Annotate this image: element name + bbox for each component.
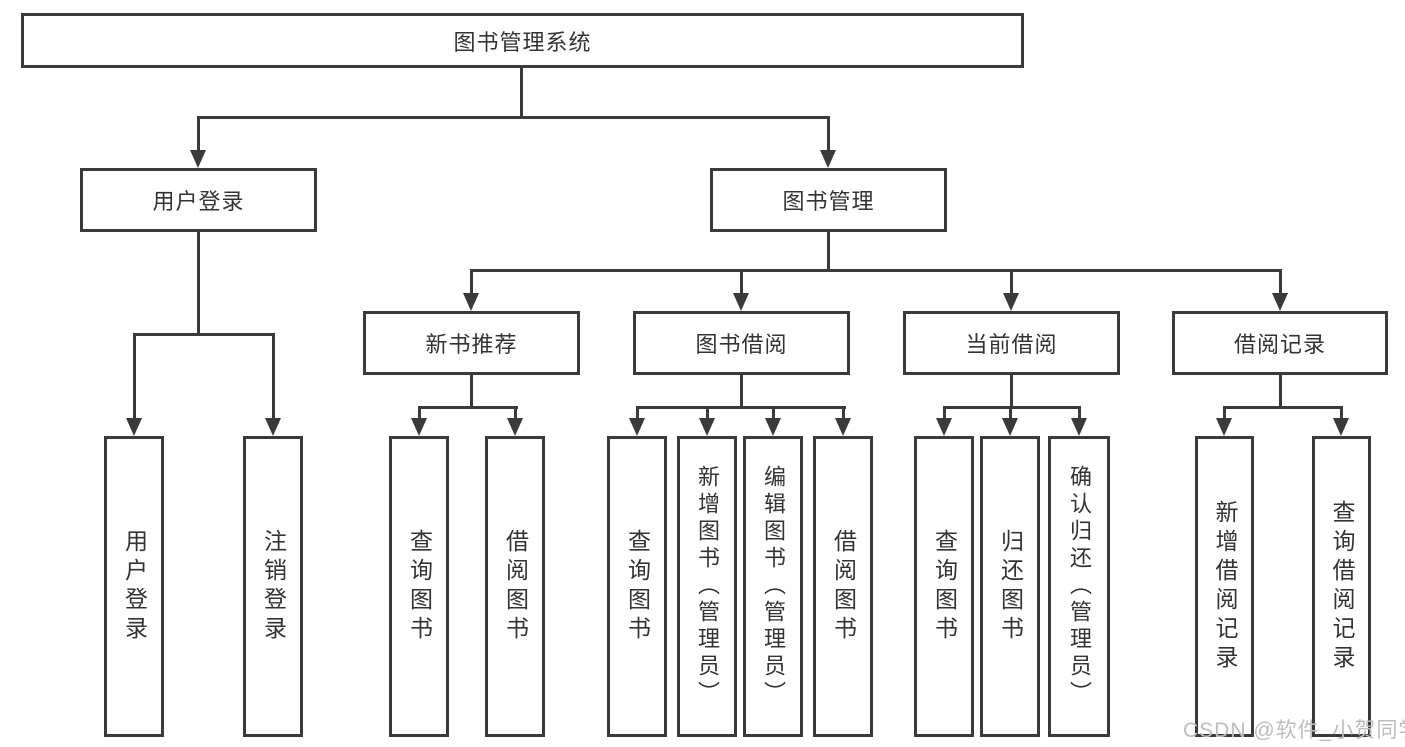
leaf-logout: 注销登录 (243, 436, 303, 737)
node-new-book-recommend: 新书推荐 (363, 311, 580, 375)
connector-book-mgmt-hbar (470, 269, 1282, 272)
leaf-borrow-books: 借阅图书 (813, 436, 873, 737)
connector-to-leaf-login (133, 333, 136, 419)
leaf-query-borrow-record: 查询借阅记录 (1312, 436, 1371, 737)
connector-to-borrow-records (1279, 269, 1282, 295)
connector-to-book-borrow (740, 269, 743, 295)
leaf-confirm-return-admin-label: 确认归还（管理员） (1067, 465, 1092, 708)
arrowhead-bb-leaf4 (835, 418, 851, 436)
connector-bb-leaf3 (772, 406, 775, 419)
connector-cb-leaf1 (943, 406, 946, 419)
connector-to-new-book (470, 269, 473, 295)
connector-bb-leaf4 (842, 406, 845, 419)
node-book-borrow-label: 图书借阅 (695, 332, 788, 357)
connector-user-login-stem (197, 232, 200, 335)
connector-root-stem (520, 68, 523, 119)
connector-new-book-stem (470, 375, 473, 408)
connector-borrow-records-stem (1279, 375, 1282, 408)
leaf-return-books: 归还图书 (980, 436, 1040, 737)
connector-new-book-hbar (418, 406, 518, 409)
leaf-edit-books-admin: 编辑图书（管理员） (743, 436, 803, 737)
arrowhead-br-leaf2 (1333, 418, 1349, 436)
leaf-borrow-books-recommend-label: 借阅图书 (502, 528, 529, 645)
node-current-borrow: 当前借阅 (903, 311, 1120, 375)
node-book-management: 图书管理 (710, 168, 947, 232)
node-user-login-label: 用户登录 (152, 189, 245, 214)
connector-to-user-login (197, 116, 200, 151)
node-user-login: 用户登录 (80, 168, 317, 232)
node-borrow-records: 借阅记录 (1172, 311, 1388, 375)
leaf-query-books-borrow: 查询图书 (607, 436, 667, 737)
leaf-query-borrow-record-label: 查询借阅记录 (1329, 499, 1355, 674)
connector-nb-leaf2 (514, 406, 517, 419)
connector-book-borrow-hbar (636, 406, 846, 409)
leaf-return-books-label: 归还图书 (997, 528, 1024, 645)
arrowhead-nb-leaf1 (411, 418, 427, 436)
arrowhead-book-borrow (733, 293, 749, 311)
arrowhead-user-login (190, 150, 206, 168)
arrowhead-new-book (463, 293, 479, 311)
connector-to-book-management (827, 116, 830, 151)
leaf-user-login: 用户登录 (104, 436, 164, 737)
leaf-query-books-borrow-label: 查询图书 (624, 528, 651, 645)
leaf-add-books-admin-label: 新增图书（管理员） (695, 465, 720, 708)
connector-borrow-records-hbar (1223, 406, 1343, 409)
connector-cb-leaf3 (1078, 406, 1081, 419)
connector-nb-leaf1 (418, 406, 421, 419)
leaf-borrow-books-label: 借阅图书 (830, 528, 857, 645)
connector-user-login-hbar (133, 333, 275, 336)
arrowhead-br-leaf1 (1216, 418, 1232, 436)
connector-root-hbar (197, 116, 830, 119)
connector-bb-leaf2 (706, 406, 709, 419)
leaf-edit-books-admin-label: 编辑图书（管理员） (761, 465, 786, 708)
arrowhead-nb-leaf2 (507, 418, 523, 436)
arrowhead-borrow-records (1272, 293, 1288, 311)
connector-cb-leaf2 (1009, 406, 1012, 419)
leaf-add-books-admin: 新增图书（管理员） (677, 436, 737, 737)
arrowhead-cb-leaf2 (1002, 418, 1018, 436)
arrowhead-book-management (820, 150, 836, 168)
leaf-user-login-label: 用户登录 (121, 528, 148, 645)
arrowhead-bb-leaf1 (629, 418, 645, 436)
connector-br-leaf1 (1223, 406, 1226, 419)
node-book-borrow: 图书借阅 (633, 311, 850, 375)
node-current-borrow-label: 当前借阅 (965, 332, 1058, 357)
leaf-query-books-recommend-label: 查询图书 (406, 528, 433, 645)
arrowhead-cb-leaf3 (1071, 418, 1087, 436)
leaf-add-borrow-record: 新增借阅记录 (1195, 436, 1254, 737)
connector-to-leaf-logout (272, 333, 275, 419)
connector-current-borrow-hbar (943, 406, 1081, 409)
leaf-logout-label: 注销登录 (260, 528, 287, 645)
node-borrow-records-label: 借阅记录 (1233, 332, 1326, 357)
node-root: 图书管理系统 (21, 13, 1024, 68)
connector-br-leaf2 (1340, 406, 1343, 419)
arrowhead-cb-leaf1 (936, 418, 952, 436)
connector-book-borrow-stem (740, 375, 743, 408)
arrowhead-bb-leaf2 (699, 418, 715, 436)
node-root-label: 图书管理系统 (453, 29, 592, 55)
arrowhead-current-borrow (1003, 293, 1019, 311)
leaf-query-books-current-label: 查询图书 (931, 528, 958, 645)
leaf-add-borrow-record-label: 新增借阅记录 (1212, 499, 1238, 674)
connector-book-mgmt-stem (827, 232, 830, 272)
connector-bb-leaf1 (636, 406, 639, 419)
leaf-confirm-return-admin: 确认归还（管理员） (1048, 436, 1110, 737)
arrowhead-leaf-logout (265, 418, 281, 436)
connector-to-current-borrow (1010, 269, 1013, 295)
csdn-watermark: CSDN @软件_小贺同学 (1183, 719, 1405, 742)
node-new-book-recommend-label: 新书推荐 (425, 332, 518, 357)
leaf-query-books-current: 查询图书 (914, 436, 974, 737)
connector-current-borrow-stem (1010, 375, 1013, 408)
leaf-borrow-books-recommend: 借阅图书 (485, 436, 545, 737)
leaf-query-books-recommend: 查询图书 (389, 436, 449, 737)
arrowhead-bb-leaf3 (765, 418, 781, 436)
arrowhead-leaf-login (126, 418, 142, 436)
node-book-management-label: 图书管理 (782, 189, 875, 214)
